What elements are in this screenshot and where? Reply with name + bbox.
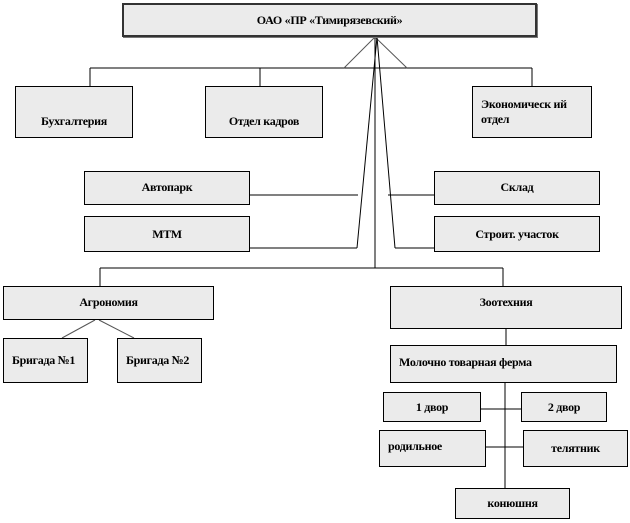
box-motor-pool: Автопарк xyxy=(84,171,250,205)
box-warehouse: Склад xyxy=(434,171,600,205)
box-agronomy: Агрономия xyxy=(3,286,214,320)
box-zootechny: Зоотехния xyxy=(390,286,622,329)
connector xyxy=(98,319,135,339)
connector xyxy=(343,36,376,69)
box-calf-barn: телятник xyxy=(523,430,628,467)
box-economic: Экономическ ий отдел xyxy=(472,86,592,138)
box-hr: Отдел кадров xyxy=(205,86,323,138)
org-title-box: ОАО «ПР «Тимирязевский» xyxy=(122,3,537,37)
connector xyxy=(374,36,408,69)
box-dairy-farm: Молочно товарная ферма xyxy=(390,345,617,383)
connector xyxy=(356,36,378,249)
box-accounting: Бухгалтерия xyxy=(15,86,133,138)
box-brigade-2: Бригада №2 xyxy=(117,338,202,383)
box-maternity: родильное xyxy=(379,430,486,467)
connector xyxy=(376,36,396,249)
connector xyxy=(61,319,96,339)
box-yard-1: 1 двор xyxy=(383,392,481,422)
box-construction: Строит. участок xyxy=(434,216,600,252)
box-mtm: МТМ xyxy=(84,216,250,252)
box-stable: конюшня xyxy=(455,488,570,519)
box-yard-2: 2 двор xyxy=(521,392,607,422)
box-brigade-1: Бригада №1 xyxy=(3,338,88,383)
